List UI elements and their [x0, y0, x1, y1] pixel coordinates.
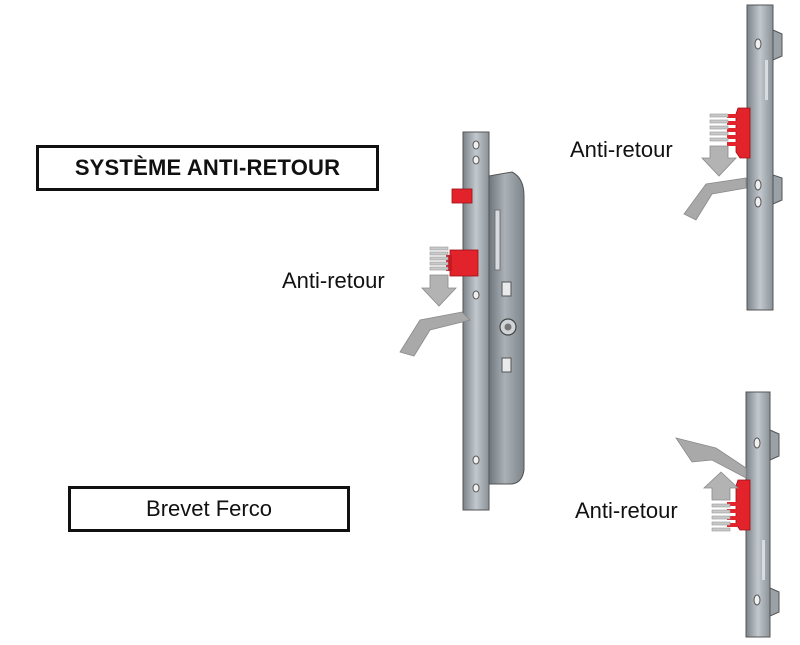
anti-retour-label-main: Anti-retour: [282, 268, 385, 293]
system-title: SYSTÈME ANTI-RETOUR: [36, 145, 379, 191]
lock-mechanism-icon: [399, 131, 525, 511]
latch-detail-top-icon: [683, 4, 783, 311]
anti-retour-label-top: Anti-retour: [570, 137, 673, 162]
latch-detail-bottom-icon: [675, 391, 780, 638]
brevet-label: Brevet Ferco: [68, 486, 350, 532]
anti-retour-label-bottom: Anti-retour: [575, 498, 678, 523]
